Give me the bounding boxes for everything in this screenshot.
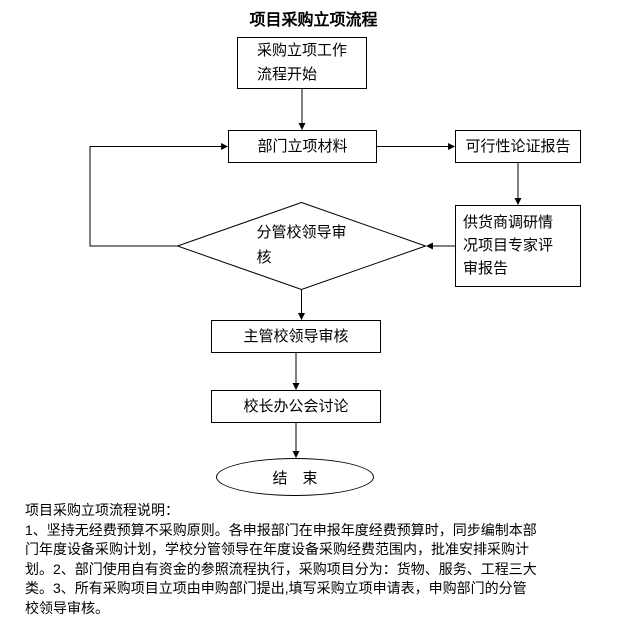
node-branch-leader-review-label: 分管校领导审 核 [256,225,347,266]
notes: 项目采购立项流程说明： 1、坚持无经费预算不采购原则。各申报部门在申报年度经费预… [25,501,610,618]
notes-line: 门年度设备采购计划，学校分管领导在年度设备采购经费范围内，批准安排采购计 [25,541,529,557]
notes-line: 类。3、所有采购项目立项由申购部门提出,填写采购立项申请表，申购部门的分管 [25,580,527,596]
notes-line: 项目采购立项流程说明： [25,502,179,518]
node-end-label: 结 束 [272,470,318,487]
node-start: 采购立项工作 流程开始 [237,37,367,89]
notes-line: 校领导审核。 [25,599,109,616]
node-feasibility-report: 可行性论证报告 [455,130,581,163]
node-dept-material: 部门立项材料 [228,130,377,163]
node-chief-leader-review-label: 主管校领导审核 [243,328,349,345]
node-chief-leader-review: 主管校领导审核 [211,320,381,353]
node-end: 结 束 [216,458,374,496]
node-start-label: 采购立项工作 流程开始 [256,43,347,83]
diamond-shape [177,202,426,290]
page-title: 项目采购立项流程 [249,12,378,29]
node-feasibility-report-label: 可行性论证报告 [465,138,571,155]
node-supplier-review: 供货商调研情 况项目专家评 审报告 [455,205,581,287]
node-principal-meeting: 校长办公会讨论 [211,390,381,423]
node-dept-material-label: 部门立项材料 [257,138,348,155]
node-supplier-review-label: 供货商调研情 况项目专家评 审报告 [463,214,554,277]
notes-line: 1、坚持无经费预算不采购原则。各申报部门在申报年度经费预算时，同步编制本部 [25,521,537,538]
node-principal-meeting-label: 校长办公会讨论 [243,398,349,415]
notes-line: 划。2、部门使用自有资金的参照流程执行，采购项目分为：货物、服务、工程三大 [25,560,537,577]
node-branch-leader-review: 分管校领导审 核 [177,202,426,290]
